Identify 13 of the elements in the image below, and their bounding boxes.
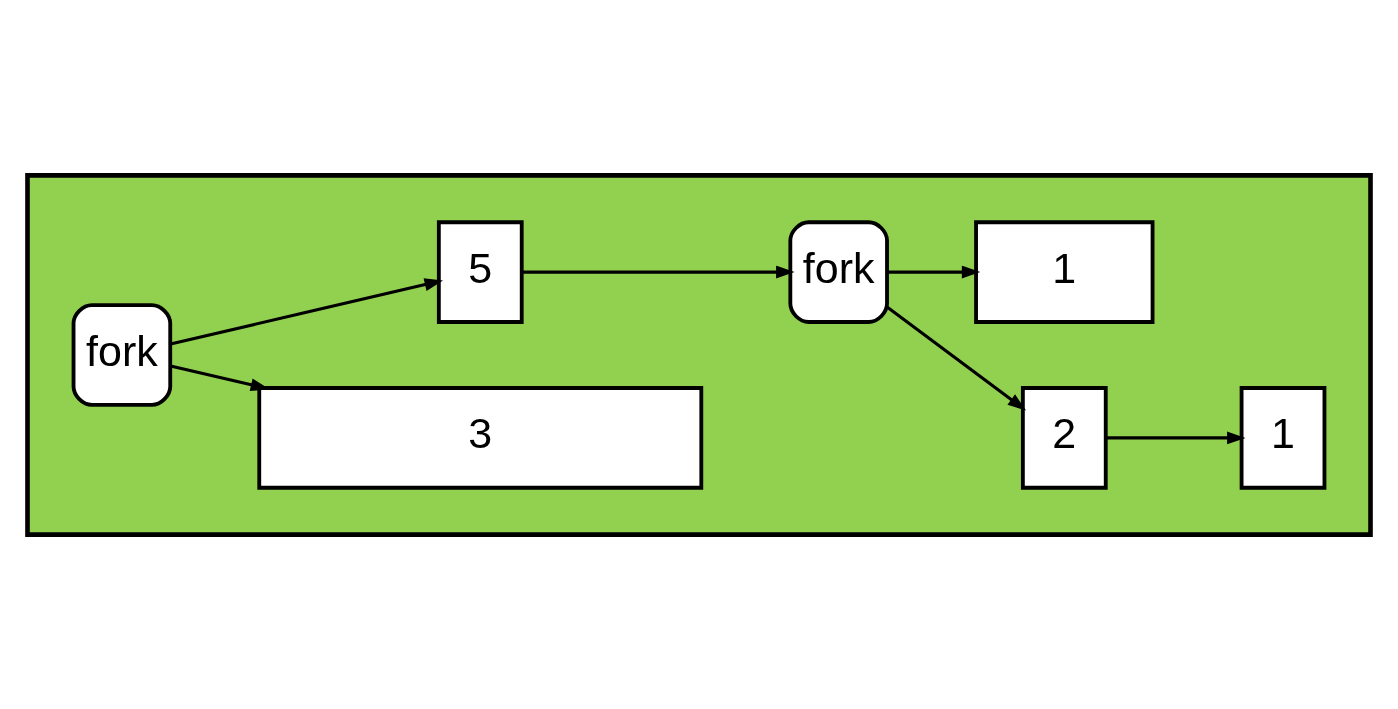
arrow — [887, 265, 981, 279]
node-box: 1 — [974, 219, 1155, 324]
node-box: fork — [788, 219, 889, 324]
arrow — [1105, 430, 1246, 444]
arrow — [521, 265, 795, 279]
node-box: 1 — [1239, 385, 1327, 490]
cluster — [25, 172, 1373, 537]
node-box: fork — [71, 302, 173, 407]
node-box: 5 — [436, 219, 524, 324]
node-box: 3 — [257, 385, 704, 490]
node-box: 2 — [1020, 385, 1108, 490]
arrow — [170, 277, 444, 345]
arrow — [886, 305, 1027, 411]
